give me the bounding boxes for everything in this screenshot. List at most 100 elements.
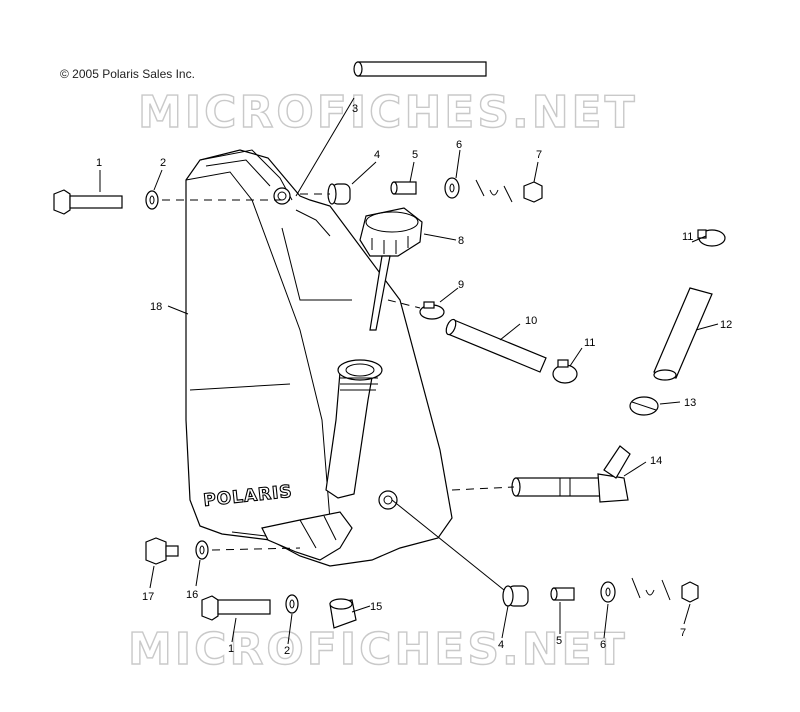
- callout-2-top: 2: [160, 157, 166, 169]
- washer-outer: [600, 581, 616, 603]
- dipstick: [369, 255, 391, 331]
- nut-7-top[interactable]: [523, 181, 543, 203]
- callout-6-top: 6: [456, 139, 462, 151]
- clamp-13[interactable]: [629, 396, 659, 416]
- bolt-1-bottom[interactable]: [201, 595, 271, 621]
- leader-11-mid: [569, 347, 583, 367]
- leader-8: [423, 233, 457, 241]
- sleeve-5-top[interactable]: [390, 181, 417, 195]
- washer-hole: [199, 545, 205, 555]
- bolt-1-top[interactable]: [53, 189, 123, 215]
- washer-2-bottom[interactable]: [285, 594, 299, 614]
- watermark-bottom: MICROFICHES.NET: [128, 624, 628, 675]
- callout-5-top: 5: [412, 149, 418, 161]
- hose-12[interactable]: [653, 287, 713, 381]
- washer-outer: [195, 540, 209, 560]
- bolt-shank: [217, 599, 271, 615]
- washer-2-top[interactable]: [145, 190, 159, 210]
- washer-hole: [149, 195, 155, 205]
- callout-12: 12: [720, 319, 732, 331]
- washer-outer: [444, 177, 460, 199]
- callout-14: 14: [650, 455, 662, 467]
- washer-outer: [145, 190, 159, 210]
- callout-11-mid: 11: [584, 337, 595, 349]
- callout-13: 13: [684, 397, 696, 409]
- clamp-tab: [557, 359, 569, 368]
- leader-11-right: [691, 235, 707, 243]
- leader-7-bottom: [683, 603, 691, 625]
- hose-body: [357, 61, 487, 77]
- clamp-9[interactable]: [419, 301, 445, 320]
- clamp-11-right[interactable]: [697, 229, 726, 247]
- clamp-tab: [423, 301, 435, 309]
- leader-3: [295, 97, 355, 197]
- leader-7-top: [533, 161, 539, 183]
- washer-6-bottom[interactable]: [600, 581, 616, 603]
- callout-17: 17: [142, 591, 154, 603]
- fitting-rings: [559, 478, 571, 496]
- elbow-body: [597, 473, 629, 503]
- assembly-lines: [162, 193, 515, 551]
- leader-16: [195, 559, 201, 587]
- tank-crease-line: [189, 383, 291, 391]
- leader-15: [351, 605, 371, 613]
- callout-2-bottom: 2: [284, 645, 290, 657]
- callout-6-bottom: 6: [600, 639, 606, 651]
- leader-17: [149, 565, 155, 589]
- callout-7-bottom: 7: [680, 627, 686, 639]
- leader-9: [439, 287, 459, 303]
- callout-4-bottom: 4: [498, 639, 504, 651]
- hose-end: [353, 61, 363, 77]
- drain-plug-17[interactable]: [145, 537, 179, 565]
- callout-7-top: 7: [536, 149, 542, 161]
- plug-top: [329, 598, 353, 610]
- nut-body: [681, 581, 699, 603]
- clamp-11-mid[interactable]: [552, 359, 578, 384]
- plug-15[interactable]: [329, 598, 357, 629]
- leader-14: [623, 461, 647, 477]
- elbow-nipple: [603, 445, 631, 479]
- leader-6-bottom: [603, 603, 609, 639]
- oil-tank[interactable]: POLARIS: [185, 149, 453, 567]
- callout-3: 3: [352, 103, 358, 115]
- cap-knurl: [371, 236, 409, 254]
- tank-side-detail: [295, 209, 331, 237]
- upper-mount-boss: [273, 187, 291, 205]
- washer-6-top[interactable]: [444, 177, 460, 199]
- nut-body: [523, 181, 543, 203]
- bracket-detail: [299, 515, 337, 549]
- callout-15: 15: [370, 601, 382, 613]
- spring-clip-bottom: [631, 577, 671, 601]
- callout-9: 9: [458, 279, 464, 291]
- grommet-4-top[interactable]: [327, 183, 351, 205]
- hose-10[interactable]: [444, 318, 547, 373]
- cap-top: [365, 211, 419, 233]
- leader-5-top: [409, 161, 415, 183]
- sleeve-5-bottom[interactable]: [550, 587, 575, 601]
- fill-neck-inner: [345, 363, 375, 377]
- washer-hole: [289, 599, 295, 609]
- elbow-fitting-14[interactable]: [511, 445, 631, 503]
- hose-3[interactable]: [353, 61, 487, 77]
- hose-end: [653, 369, 677, 381]
- leader-4-bottom: [501, 605, 509, 639]
- nut-7-bottom[interactable]: [681, 581, 699, 603]
- callout-11-right: 11: [682, 231, 693, 243]
- leader-13: [659, 401, 681, 405]
- leader-10: [499, 323, 521, 341]
- grommet-4-bottom[interactable]: [502, 585, 529, 607]
- clip-break-lines: [631, 577, 671, 601]
- leader-4-top: [351, 161, 377, 185]
- tank-body: [185, 149, 453, 567]
- callout-1-top: 1: [96, 157, 102, 169]
- callout-8: 8: [458, 235, 464, 247]
- cap-dipstick-8[interactable]: [359, 207, 423, 331]
- fill-neck: [325, 359, 383, 499]
- sleeve-end: [390, 181, 398, 195]
- tank-rim-inner: [205, 159, 271, 187]
- clip-break-lines: [475, 179, 513, 203]
- callout-5-bottom: 5: [556, 635, 562, 647]
- bolt-head: [53, 189, 71, 215]
- washer-16[interactable]: [195, 540, 209, 560]
